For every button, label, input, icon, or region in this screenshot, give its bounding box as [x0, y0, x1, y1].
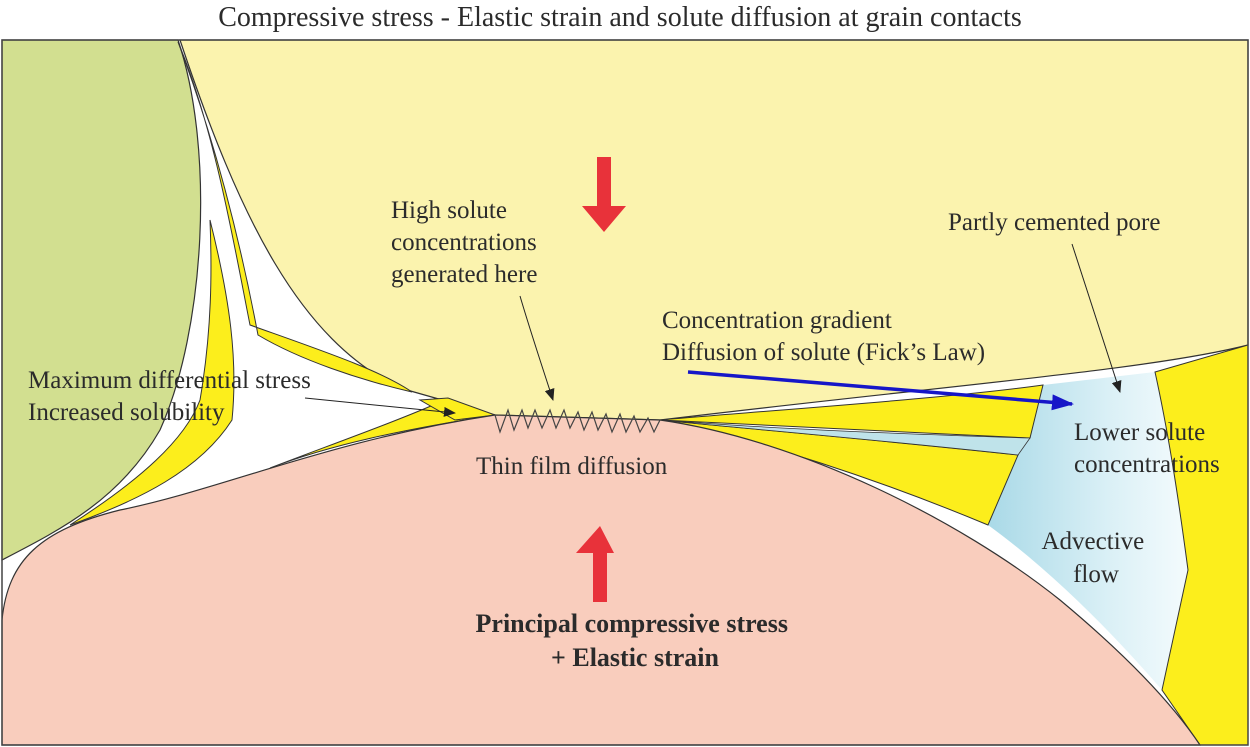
left-cement-vertical [69, 219, 235, 526]
upper-grain [179, 39, 1249, 421]
right-cement-grain [1154, 344, 1249, 746]
right-cement-sliver-1 [659, 384, 1044, 439]
left-grain [1, 39, 202, 561]
label-lower-solute: Lower solute concentrations [1074, 419, 1220, 478]
sutured-contact [494, 408, 661, 434]
leader-high-solute [519, 295, 555, 401]
label-partly-cemented: Partly cemented pore [948, 209, 1160, 236]
stress-arrow-down [582, 157, 626, 232]
stress-arrow-up [576, 526, 614, 602]
frame-border [1, 39, 1249, 746]
left-cement-upper [177, 41, 413, 393]
label-advective-flow: Advective flow [1042, 528, 1151, 588]
leader-max-stress [304, 397, 456, 417]
right-fluid-sliver [659, 419, 1031, 456]
label-concentration-gradient: Concentration gradient Diffusion of solu… [662, 307, 985, 366]
label-thin-film: Thin film diffusion [476, 453, 668, 480]
label-principal-stress: Principal compressive stress + Elastic s… [476, 609, 795, 672]
label-high-solute: High solute concentrations generated her… [391, 197, 543, 288]
diffusion-arrow [687, 370, 1074, 411]
pore-fluid [988, 372, 1188, 690]
leader-partly-cemented [1071, 243, 1122, 393]
label-max-stress: Maximum differential stress Increased so… [28, 367, 317, 426]
diagram-title: Compressive stress - Elastic strain and … [218, 2, 1022, 33]
